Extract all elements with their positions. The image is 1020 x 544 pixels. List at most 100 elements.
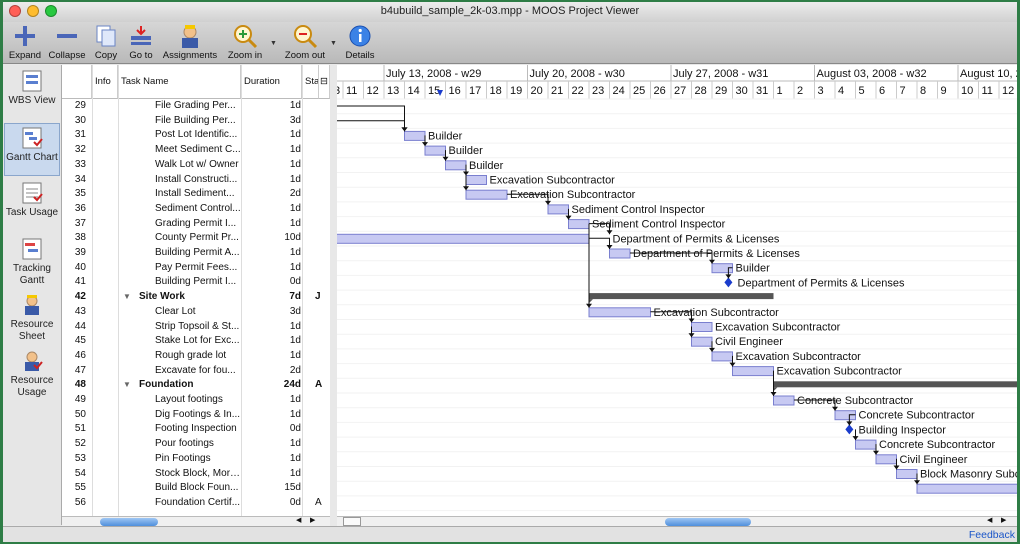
summary-end-cap (589, 299, 593, 304)
zoom-in-button[interactable]: Zoom in (225, 22, 265, 64)
gantt-scroll-right-icon[interactable]: ▶ (1001, 517, 1007, 524)
task-id: 56 (74, 496, 86, 508)
task-duration: 2d (289, 188, 301, 200)
wbs-view-icon (22, 70, 42, 92)
close-window-button[interactable] (9, 5, 21, 17)
goto-button[interactable]: Go to (125, 22, 157, 64)
table-horizontal-scroll-thumb[interactable] (100, 518, 158, 526)
task-id: 33 (74, 158, 86, 170)
timescale-icon[interactable] (343, 517, 361, 526)
gantt-horizontal-scrollbar[interactable]: ◀ ▶ (337, 516, 1017, 526)
gantt-task-bar (465, 189, 508, 200)
sidebar-item-gantt-chart[interactable]: Gantt Chart (4, 123, 60, 176)
resource-label: Builder (736, 263, 771, 275)
task-name: Pour footings (155, 438, 214, 450)
gantt-task-bar (691, 336, 713, 347)
dependency-link (589, 237, 610, 249)
column-header-task-name[interactable]: Task Name (118, 65, 241, 99)
dependency-arrow-icon (586, 303, 592, 308)
collapse-button[interactable]: Collapse (45, 22, 89, 64)
table-scroll-right-icon[interactable]: ▶ (310, 517, 316, 524)
resource-label: Sediment Control Inspector (572, 204, 706, 216)
zoom-out-dropdown-arrow-icon[interactable]: ▼ (330, 40, 337, 47)
minimize-window-button[interactable] (27, 5, 39, 17)
feedback-link[interactable]: Feedback (968, 529, 1015, 541)
zoom-in-dropdown-arrow-icon[interactable]: ▼ (270, 40, 277, 47)
resource-label: Sediment Control Inspector (592, 219, 726, 231)
task-name: County Permit Pr... (155, 232, 239, 244)
gantt-task-bar (465, 175, 487, 185)
task-duration: 1d (289, 452, 301, 464)
collapse-triangle-icon[interactable]: ▼ (123, 380, 131, 390)
column-header-id[interactable] (62, 65, 92, 99)
gantt-task-bar (609, 248, 631, 259)
details-button[interactable]: Details (343, 22, 377, 64)
zoom-out-button[interactable]: Zoom out (283, 22, 327, 64)
resource-label: Excavation Subcontractor (490, 175, 616, 187)
gantt-horizontal-scroll-thumb[interactable] (665, 518, 751, 526)
window-title: b4ubuild_sample_2k-03.mpp - MOOS Project… (380, 5, 640, 17)
sidebar-item-wbs-view[interactable]: WBS View (4, 67, 60, 120)
task-start: J (315, 291, 321, 303)
gantt-task-bar (547, 204, 569, 215)
dependency-arrow-icon (606, 230, 613, 235)
task-id: 52 (74, 438, 86, 450)
table-horizontal-scrollbar[interactable]: ◀ ▶ (62, 516, 330, 526)
gantt-task-bar (691, 322, 713, 332)
task-id: 41 (74, 276, 86, 288)
copy-button[interactable]: Copy (91, 22, 121, 64)
column-chooser-icon[interactable]: ⊟ (319, 65, 330, 99)
column-header-duration[interactable]: Duration (241, 65, 302, 99)
collapse-triangle-icon[interactable]: ▼ (123, 292, 131, 302)
task-name: Walk Lot w/ Owner (155, 158, 239, 170)
sidebar-item-tracking-gantt[interactable]: Tracking Gantt (4, 235, 60, 288)
sidebar-item-task-usage[interactable]: Task Usage (4, 179, 60, 232)
assignments-button[interactable]: Assignments (161, 22, 219, 64)
expand-button[interactable]: Expand (7, 22, 43, 64)
gantt-task-bar (711, 263, 733, 274)
day-label: 15 (428, 85, 440, 97)
day-label: 7 (900, 85, 906, 97)
table-scroll-left-icon[interactable]: ◀ (296, 517, 302, 524)
task-name: Clear Lot (155, 305, 196, 317)
zoom-window-button[interactable] (45, 5, 57, 17)
gantt-task-bar (855, 439, 877, 450)
column-header-info[interactable]: Info (92, 65, 118, 99)
sidebar-item-resource-sheet[interactable]: Resource Sheet (4, 291, 60, 344)
resource-label: Department of Permits & Licenses (633, 248, 800, 260)
task-name: Foundation Certif... (155, 496, 241, 508)
sidebar-item-resource-usage[interactable]: Resource Usage (4, 347, 60, 400)
gantt-scroll-left-icon[interactable]: ◀ (987, 517, 993, 524)
resource-label: Block Masonry Subco (920, 469, 1017, 481)
column-header-start[interactable]: Sta (302, 65, 319, 99)
resource-label: Builder (449, 145, 484, 157)
